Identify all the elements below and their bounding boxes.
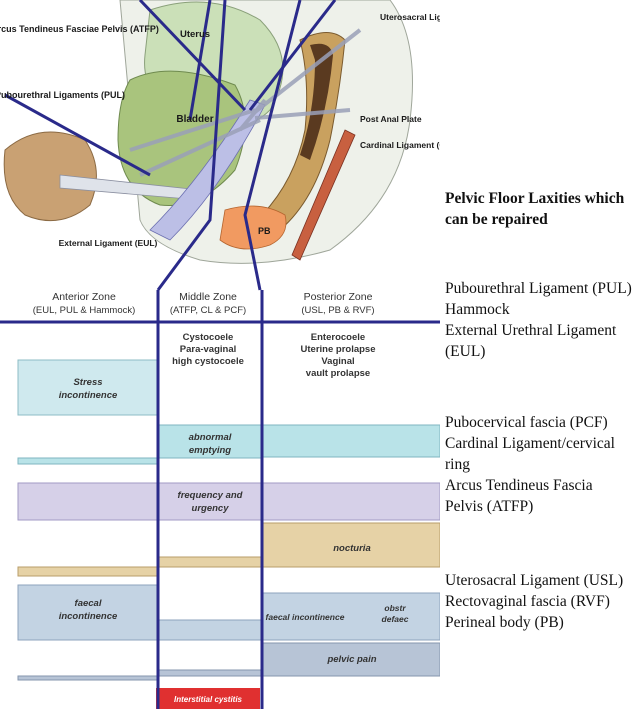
side-item-atfp: Arcus Tendineus Fascia Pelvis (ATFP) [445,475,632,517]
middle-zone-sub: (ATFP, CL & PCF) [170,305,246,316]
side-group-anterior: Pubourethral Ligament (PUL) Hammock Exte… [445,278,632,362]
nocturia-text: nocturia [333,543,370,554]
faecal-left-2: incontinence [59,611,118,622]
anatomy-illustration: Arcus Tendineus Fasciae Pelvis (ATFP) Ut… [0,0,440,290]
prolapse-middle-2: Para-vaginal [180,344,237,355]
frequency-text-2: urgency [192,503,230,514]
obstr-text-1: obstr [384,603,406,613]
side-item-eul: External Urethral Ligament (EUL) [445,320,632,362]
pb-label: PB [258,226,271,236]
prolapse-middle-3: high cystocoele [172,356,244,367]
pelvic-pain-band [18,643,440,680]
side-group-middle: Pubocervical fascia (PCF) Cardinal Ligam… [445,412,632,517]
side-panel-title: Pelvic Floor Laxities which can be repai… [445,188,632,230]
prolapse-middle-1: Cystocoele [183,332,234,343]
bladder-label: Bladder [176,114,213,125]
interstitial-text: Interstitial cystitis [174,695,243,704]
obstr-text-2: defaec [382,614,409,624]
prolapse-posterior-2: Uterine prolapse [301,344,376,355]
anterior-zone-sub: (EUL, PUL & Hammock) [33,305,136,316]
side-item-pb: Perineal body (PB) [445,612,632,633]
side-group-posterior: Uterosacral Ligament (USL) Rectovaginal … [445,570,632,633]
pelvic-pain-text: pelvic pain [326,654,376,665]
prolapse-posterior-3: Vaginal [321,356,354,367]
posterior-zone-sub: (USL, PB & RVF) [301,305,374,316]
uterus-label: Uterus [180,29,210,40]
middle-zone-title: Middle Zone [179,291,237,303]
prolapse-posterior-4: vault prolapse [306,368,370,379]
abnormal-text-2: emptying [189,445,231,456]
prolapse-posterior-1: Enterocoele [311,332,365,343]
stress-text-2: incontinence [59,390,118,401]
side-item-usl: Uterosacral Ligament (USL) [445,570,632,591]
side-item-pul: Pubourethral Ligament (PUL) [445,278,632,299]
post-anal-plate-label: Post Anal Plate [360,114,422,124]
arcus-label: Arcus Tendineus Fasciae Pelvis (ATFP) [0,24,159,34]
pelvic-floor-diagram: Arcus Tendineus Fasciae Pelvis (ATFP) Ut… [0,0,440,709]
frequency-band [18,483,440,520]
faecal-right: faecal incontinence [266,612,345,622]
posterior-zone-title: Posterior Zone [304,291,373,303]
abnormal-text-1: abnormal [189,432,232,443]
symptom-bands [18,360,440,709]
side-item-cardinal: Cardinal Ligament/cervical ring [445,433,632,475]
faecal-left-1: faecal [75,598,102,609]
pubic-bone [4,132,96,221]
stress-text-1: Stress [73,377,102,388]
nocturia-band [18,523,440,576]
anterior-zone-title: Anterior Zone [52,291,116,303]
frequency-text-1: frequency and [178,490,243,501]
side-item-rvf: Rectovaginal fascia (RVF) [445,591,632,612]
side-item-hammock: Hammock [445,299,632,320]
side-item-pcf: Pubocervical fascia (PCF) [445,412,632,433]
external-label: External Ligament (EUL) [59,238,158,248]
zone-headers: Anterior Zone (EUL, PUL & Hammock) Middl… [33,291,375,316]
uterosacral-label: Uterosacral Ligaments (USL) [380,12,440,22]
cardinal-label: Cardinal Ligament (CL) [360,140,440,150]
pubourethral-label: Pubourethral Ligaments (PUL) [0,90,125,100]
